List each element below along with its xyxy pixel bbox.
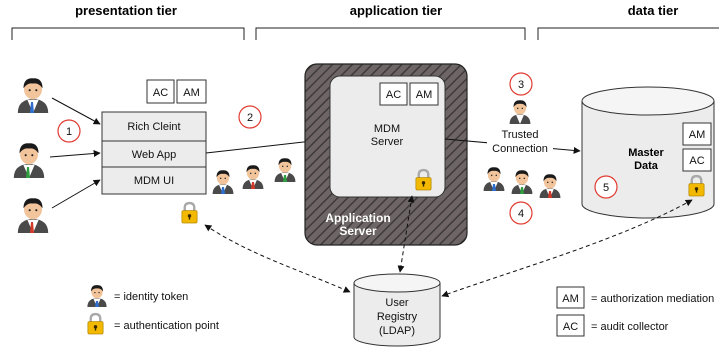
tier-bracket-data (537, 27, 719, 40)
legend-am-box (556, 286, 585, 309)
identity-tokens-app-tier (212, 158, 296, 194)
mdm-server-label-1: MDM (374, 123, 400, 135)
client-am-box (176, 79, 207, 104)
legend-ac-text: = audit collector (591, 321, 669, 333)
master-data-ac-box (682, 148, 712, 172)
user-registry (353, 273, 441, 347)
step-5-label: 5 (603, 182, 609, 194)
user-blue-tie (17, 78, 49, 113)
user-green-tie (13, 143, 45, 178)
trusted-connection-label-2: Connection (492, 143, 548, 155)
step-3-circle (509, 72, 533, 96)
client-row-rich-client: Rich Cleint (127, 121, 180, 133)
tier-header-data: data tier (628, 3, 679, 18)
trusted-connection-label-1: Trusted (502, 129, 539, 141)
client-ac-box (146, 79, 175, 104)
tier-header-presentation: presentation tier (75, 3, 177, 18)
master-data-label-2: Data (634, 160, 659, 172)
server-ac-label: AC (386, 89, 401, 101)
auth-link-masterdata-registry (441, 199, 693, 298)
server-am-label: AM (416, 89, 433, 101)
auth-link-server-registry (397, 195, 415, 273)
client-ac-label: AC (153, 87, 168, 99)
tier-header-application: application tier (350, 3, 442, 18)
registry-label-1: User (385, 297, 409, 309)
master-data-am-box (682, 122, 712, 146)
mdm-server-label-2: Server (371, 136, 404, 148)
master-data-am-label: AM (689, 129, 706, 141)
step-1-circle (57, 119, 81, 143)
legend-am-text: = authorization mediation (591, 293, 714, 305)
user-red-tie (17, 198, 49, 233)
registry-label-2: Registry (377, 311, 418, 323)
master-data-ac-label: AC (689, 155, 704, 167)
trusted-identity-token (509, 100, 531, 124)
legend-identity-token-icon (87, 285, 107, 307)
legend-lock-icon (86, 312, 105, 335)
step-4-label: 4 (518, 208, 524, 220)
client-row-web-app: Web App (132, 149, 176, 161)
server-ac-box (379, 82, 408, 106)
legend-am-label: AM (562, 293, 579, 305)
arrow-user1-rich-client (51, 97, 101, 125)
tier-bracket-application (255, 27, 526, 40)
step-3-label: 3 (518, 79, 524, 91)
identity-tokens-data-tier (483, 167, 561, 198)
master-data-label-1: Master (628, 147, 664, 159)
legend-ac-label: AC (563, 321, 578, 333)
legend-ac-box (556, 314, 585, 337)
step-2-circle (238, 105, 262, 129)
arrow-user3-mdm-ui (51, 179, 101, 209)
step-5-circle (594, 175, 618, 199)
registry-label-3: (LDAP) (379, 325, 415, 337)
step-1-label: 1 (66, 126, 72, 138)
auth-link-client-registry (204, 224, 351, 293)
legend-identity-token-text: = identity token (114, 291, 188, 303)
client-row-mdm-ui: MDM UI (134, 175, 174, 187)
client-lock-icon (180, 201, 199, 224)
legend-authentication-text: = authentication point (114, 320, 219, 332)
arrow-user2-web-app (49, 150, 101, 158)
tier-bracket-presentation (11, 27, 245, 40)
step-2-label: 2 (247, 112, 253, 124)
application-server-label-1: Application (325, 211, 390, 225)
server-am-box (409, 82, 439, 106)
mdm-server (329, 75, 446, 198)
application-server-label-2: Server (339, 224, 377, 238)
client-am-label: AM (183, 87, 200, 99)
